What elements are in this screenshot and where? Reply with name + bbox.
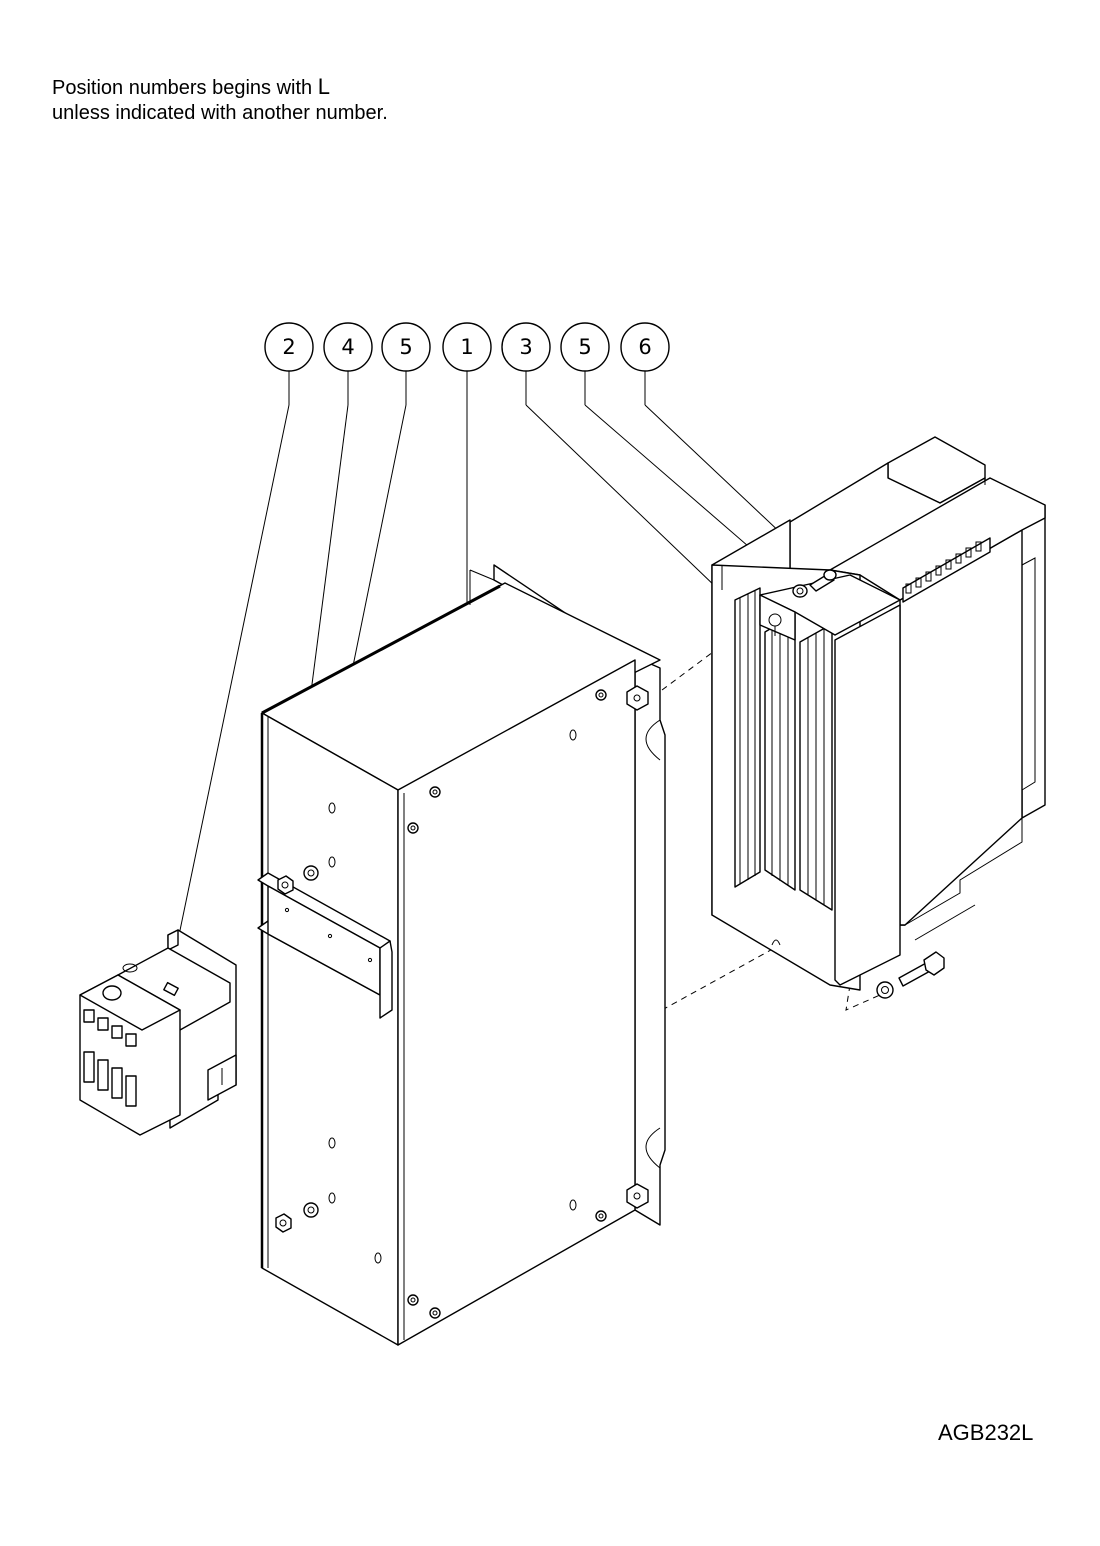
position-prefix-letter: L (317, 74, 330, 99)
svg-text:4: 4 (341, 335, 354, 359)
lower-side-nuts (275, 1202, 319, 1233)
din-rail (257, 872, 393, 1019)
enclosure-front-face (397, 659, 636, 1346)
enclosure-box (257, 564, 666, 1346)
back-plate-standoffs (626, 685, 649, 1209)
balloon-2: 2 (264, 322, 314, 372)
position-balloons: 2 4 5 1 3 5 6 (264, 322, 670, 372)
svg-text:6: 6 (638, 335, 651, 359)
top-screw-hardware (792, 569, 837, 598)
terminal-strip (902, 537, 991, 603)
balloon-6: 6 (620, 322, 670, 372)
contactor (79, 929, 237, 1136)
svg-text:2: 2 (282, 335, 295, 359)
balloon-3: 3 (501, 322, 551, 372)
frequency-converter-unit (711, 436, 1046, 991)
washer (876, 981, 894, 999)
position-number-note: Position numbers begins with L unless in… (52, 74, 388, 126)
drawing-code: AGB232L (938, 1420, 1034, 1445)
note-line-2: unless indicated with another number. (52, 102, 388, 124)
balloon-5: 5 (560, 322, 610, 372)
enclosure-side-face (261, 712, 399, 1346)
nut (277, 875, 294, 895)
balloon-5: 5 (381, 322, 431, 372)
heatsink-fins (734, 587, 833, 911)
balloon-4: 4 (323, 322, 373, 372)
svg-text:5: 5 (578, 335, 591, 359)
bolt-head (923, 951, 945, 976)
svg-text:3: 3 (519, 335, 532, 359)
svg-text:5: 5 (399, 335, 412, 359)
svg-text:1: 1 (460, 335, 473, 359)
note-line-1: Position numbers begins with L (52, 74, 330, 99)
contactor-terminals (83, 1009, 137, 1107)
side-face-holes (328, 802, 382, 1264)
bolt-and-washer (876, 951, 945, 999)
balloon-1: 1 (442, 322, 492, 372)
front-face-screws (407, 689, 607, 1319)
washer (303, 865, 319, 881)
upper-side-nuts (277, 865, 319, 895)
